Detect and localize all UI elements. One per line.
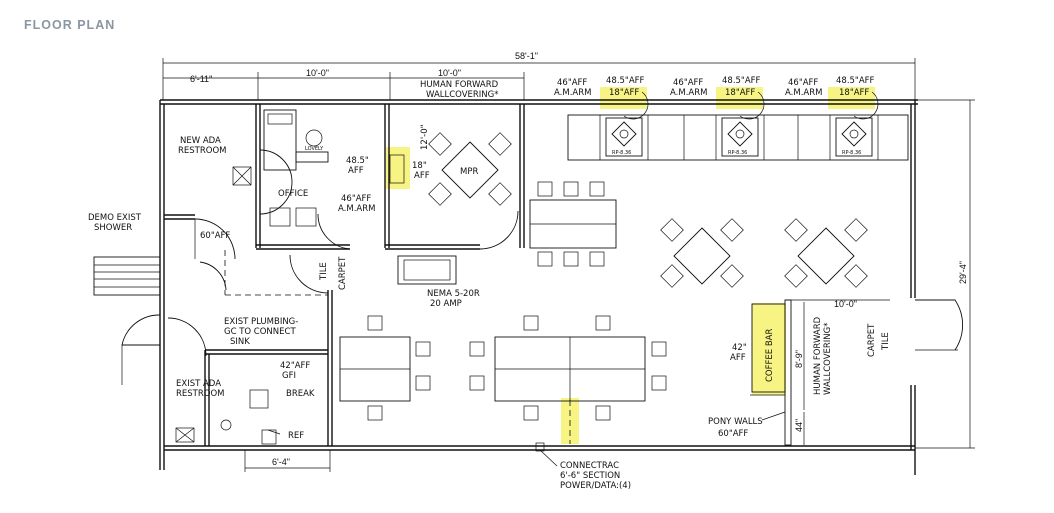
exist-ada-1: EXIST ADA (176, 379, 221, 389)
wc-vert: WALLCOVERING* (823, 323, 833, 396)
conn-1: CONNECTRAC (560, 461, 619, 471)
exist-ada-2: RESTROOM (176, 389, 225, 399)
conn-3: POWER/DATA:(4) (560, 481, 631, 491)
top-amarm-2: A.M.ARM (670, 88, 707, 98)
top-485-3: 48.5"AFF (836, 76, 875, 86)
aff46-label: 46"AFF (341, 194, 371, 204)
wc-top: WALLCOVERING* (426, 90, 499, 100)
annotations: NEW ADA RESTROOM DEMO EXIST SHOWER 60"AF… (88, 124, 891, 491)
tv-label-2: RP-8.36 (728, 150, 747, 156)
conn-2: 6'-6" SECTION (560, 471, 620, 481)
break-label: BREAK (286, 389, 315, 399)
dimension-strings: 58'-1" 6'-11" 10'-0" 10'-0" HUMAN FORWAR… (162, 51, 975, 472)
workstations (339, 315, 667, 421)
dim-coffee-width: 10'-0" (834, 299, 857, 309)
tv-label-1: RP-8.36 (612, 150, 631, 156)
plumb-3: SINK (230, 337, 250, 347)
exterior-walls (93, 99, 964, 475)
pony-2: 60"AFF (718, 429, 748, 439)
office-furniture: LOVELY OFFICE (263, 109, 457, 285)
aff18-label: 18" (412, 161, 427, 171)
new-ada-1: NEW ADA (180, 136, 221, 146)
dim-office: 10'-0" (306, 68, 329, 78)
top-18-1: 18"AFF (609, 88, 639, 98)
aff42gfi-2: GFI (282, 371, 296, 381)
connectrac (535, 400, 571, 452)
restroom-fixtures (175, 166, 277, 445)
dim-coffee-depth: 8'-9" (794, 350, 804, 368)
top-485-2: 48.5"AFF (722, 76, 761, 86)
dim-height: 29'-4" (958, 261, 968, 284)
aff485-label: 48.5" (346, 156, 369, 166)
nema-1: NEMA 5-20R (427, 289, 480, 299)
carpet-right: CARPET (867, 323, 877, 357)
amarm-label: A.M.ARM (338, 204, 375, 214)
dim-mpr: 10'-0" (438, 68, 461, 78)
dim-pony: 44" (794, 419, 804, 432)
top-18-2: 18"AFF (725, 88, 755, 98)
top-amarm-3: A.M.ARM (785, 88, 822, 98)
page-title: FLOOR PLAN (24, 18, 115, 32)
top-46-3: 46"AFF (788, 78, 818, 88)
long-table (529, 181, 617, 267)
top-amarm-1: A.M.ARM (554, 88, 591, 98)
tile-left: TILE (319, 262, 329, 281)
dim-overall: 58'-1" (515, 51, 538, 61)
coffee-bar-label: COFFEE BAR (765, 329, 775, 382)
dim-break: 6'-4" (272, 457, 290, 467)
hf-vert: HUMAN FORWARD (813, 316, 823, 395)
cafe-tables: MPR (428, 132, 868, 288)
mpr-tv (389, 154, 405, 184)
tile-right: TILE (881, 332, 891, 351)
dim-left: 6'-11" (190, 74, 212, 84)
highlight-coffee-bar (752, 303, 786, 395)
interior-walls (164, 104, 792, 446)
pony-1: PONY WALLS (708, 417, 763, 427)
new-ada-2: RESTROOM (178, 146, 227, 156)
top-46-2: 46"AFF (673, 78, 703, 88)
top-46-1: 46"AFF (557, 78, 587, 88)
nema-2: 20 AMP (430, 299, 462, 309)
aff42-2: AFF (730, 353, 746, 363)
lovely-label: LOVELY (305, 146, 324, 152)
aff485b-label: AFF (348, 166, 364, 176)
top-wall-counters: RP-8.36 RP-8.36 RP-8.36 46"AFF A.M.ARM 4… (554, 76, 909, 161)
hf-top: HUMAN FORWARD (420, 80, 499, 90)
highlights (386, 87, 875, 444)
demo-2: SHOWER (94, 223, 132, 233)
aff42gfi-1: 42"AFF (280, 361, 310, 371)
office-label: OFFICE (278, 189, 308, 199)
plumb-1: EXIST PLUMBING- (224, 317, 298, 327)
mpr-label: MPR (460, 167, 478, 177)
demo-1: DEMO EXIST (88, 213, 142, 223)
aff18b-label: AFF (414, 171, 430, 181)
carpet-left: CARPET (338, 256, 348, 290)
top-485-1: 48.5"AFF (606, 76, 645, 86)
top-18-3: 18"AFF (839, 88, 869, 98)
ref-label: REF (288, 431, 304, 441)
aff42-1: 42" (732, 343, 747, 353)
plumb-2: GC TO CONNECT (224, 327, 296, 337)
tv-label-3: RP-8.36 (842, 150, 861, 156)
mpr-depth: 12'-0" (420, 124, 430, 150)
aff60-label: 60"AFF (200, 231, 230, 241)
